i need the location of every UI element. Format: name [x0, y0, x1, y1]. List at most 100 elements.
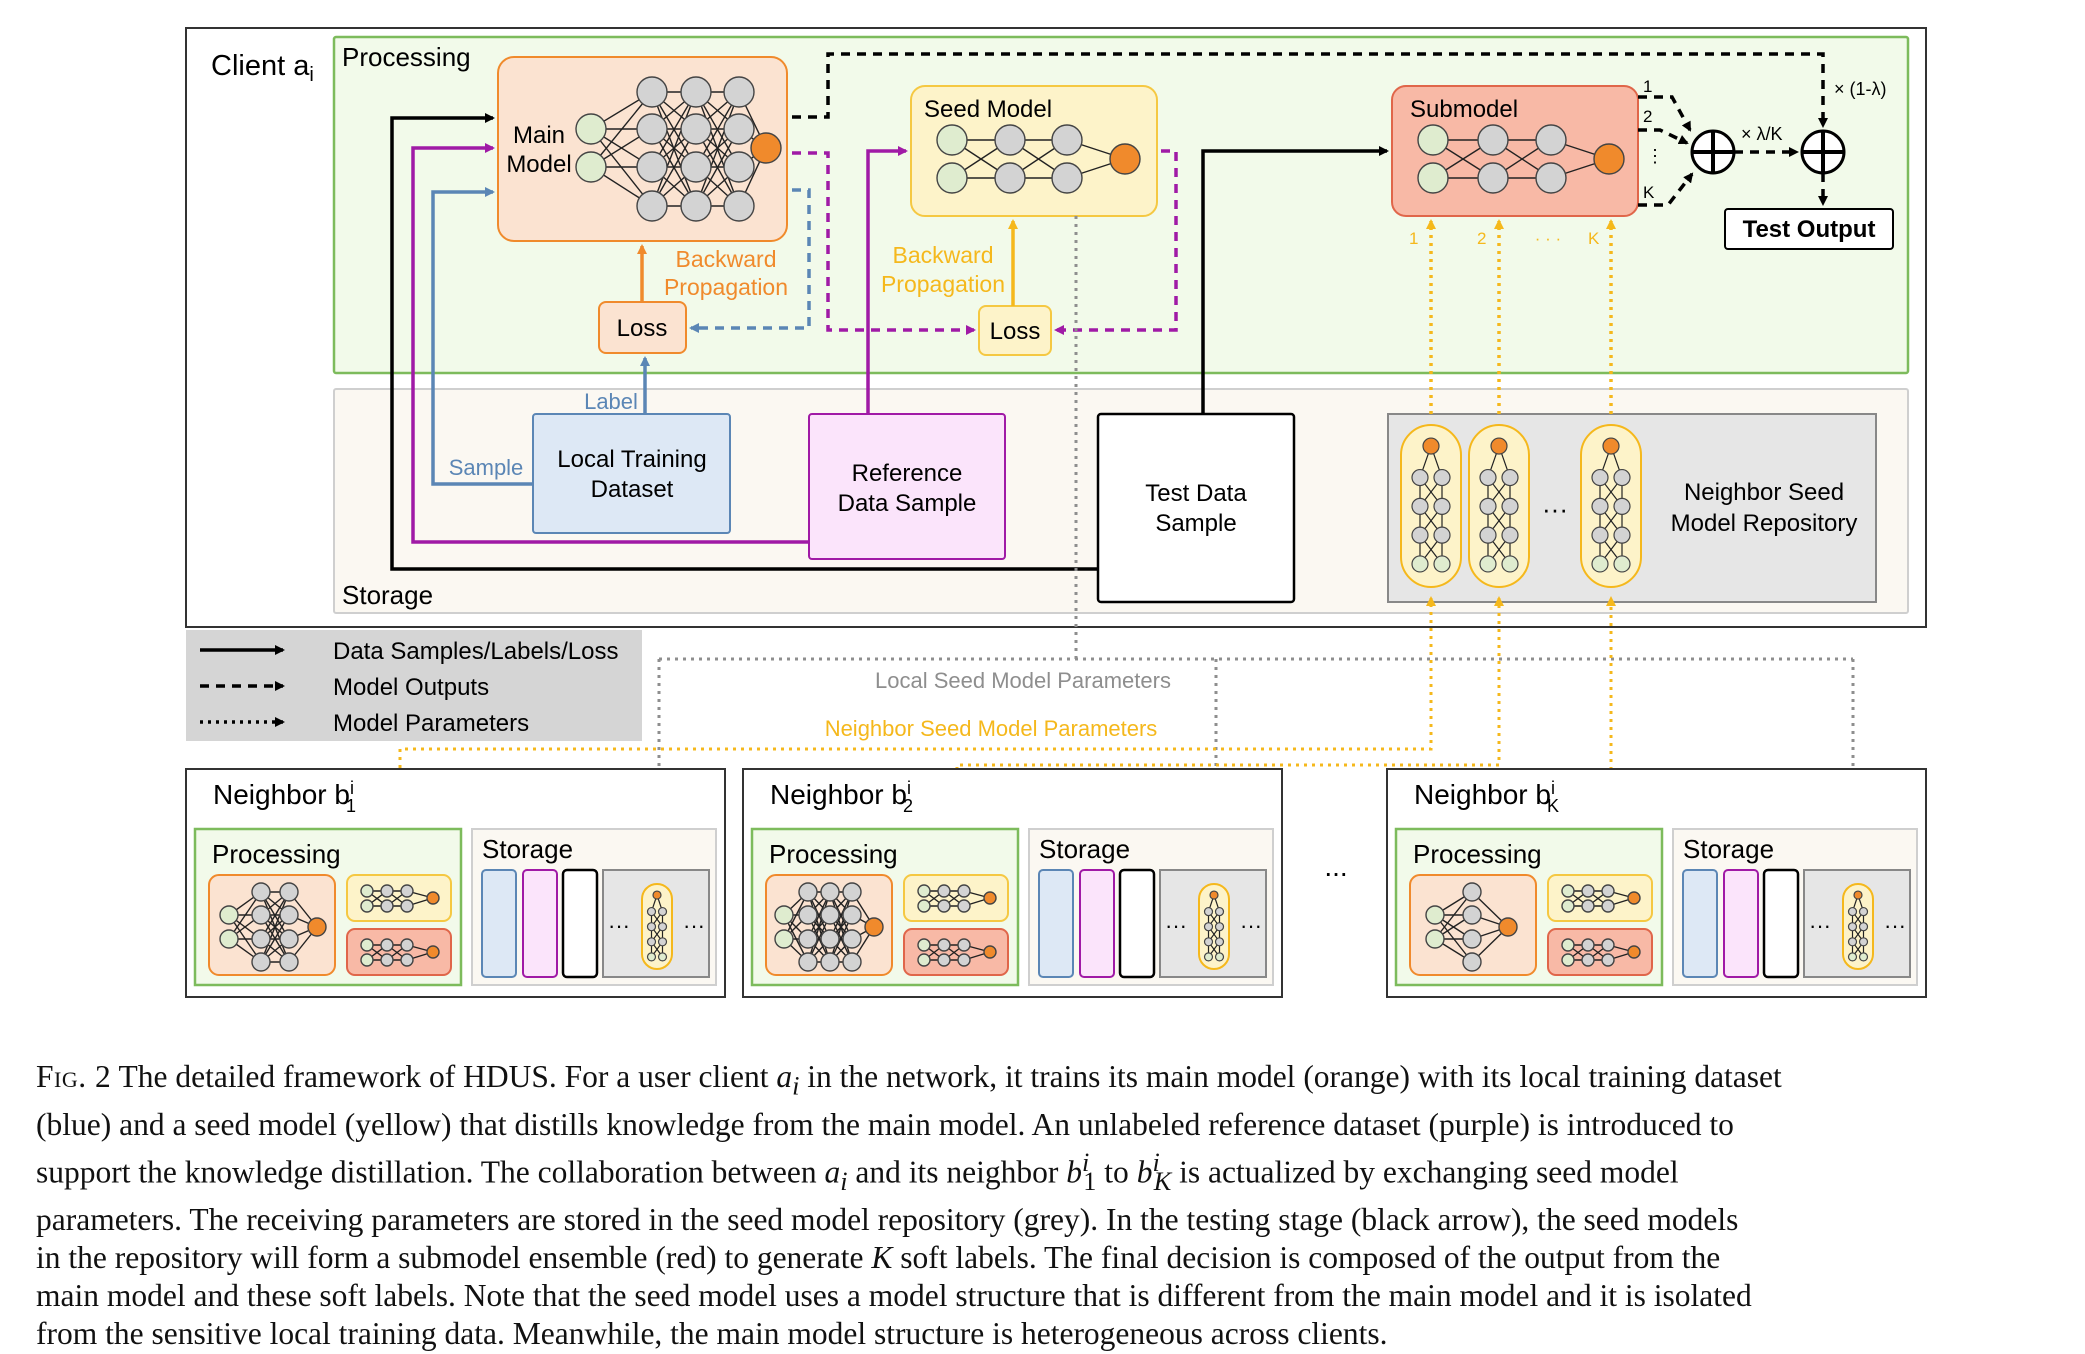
net-node [774, 905, 794, 925]
net-node [1051, 162, 1083, 194]
net-node [750, 132, 782, 164]
reference-to-main-arrow [411, 143, 809, 544]
net-node [1581, 884, 1595, 898]
net-node [1581, 953, 1595, 967]
net-node [1593, 143, 1625, 175]
net-node [937, 938, 951, 952]
local-training-dataset-box [532, 413, 731, 534]
net-node [1433, 468, 1451, 487]
dataset-to-main-arrow [431, 187, 533, 486]
net-node [279, 952, 299, 972]
net-node [680, 76, 712, 108]
net-node [1109, 143, 1141, 175]
test-data-sample-box [1096, 412, 1296, 604]
net-node [1214, 922, 1225, 932]
label-port-tag: Label [584, 389, 638, 414]
net-node [1627, 945, 1641, 959]
net-node [842, 929, 862, 949]
net-node [1462, 882, 1482, 902]
net-node [380, 953, 394, 967]
submodel-label: Submodel [1410, 96, 1518, 123]
net-node [657, 906, 668, 917]
main-model-network-icon [575, 76, 782, 222]
figure-caption: Fig. 2 The detailed framework of HDUS. F… [36, 1058, 2076, 1354]
net-node [1477, 162, 1509, 194]
client-processing-label: Processing [342, 42, 471, 72]
main-model-label-2: Model [506, 151, 571, 178]
net-node [1602, 437, 1620, 455]
neighbor-repo-dots: ··· [1884, 913, 1906, 938]
net-node [820, 882, 840, 902]
net-node [1853, 890, 1863, 900]
param-index-dots: · · · [1535, 229, 1561, 248]
net-node [1847, 906, 1858, 917]
net-node [400, 953, 414, 967]
param-index-k: K [1588, 229, 1600, 248]
net-node [1417, 162, 1449, 194]
seed-capsule [1842, 883, 1874, 970]
net-node [1477, 124, 1509, 156]
sample-port-tag: Sample [449, 455, 524, 480]
net-node [1613, 468, 1631, 487]
net-node [279, 905, 299, 925]
net-node [360, 899, 374, 913]
net-edge [1434, 891, 1473, 940]
net-node [798, 952, 818, 972]
net-node [251, 952, 271, 972]
net-node [575, 113, 607, 145]
net-node [1422, 437, 1440, 455]
test-data-sample-label-2: Sample [1155, 510, 1236, 537]
ensemble-index-dots: ⋮ [1646, 146, 1664, 166]
legend-dashed-label: Model Outputs [333, 674, 489, 701]
local-seed-params-to-neighbor-1 [659, 657, 1853, 876]
net-node [1601, 938, 1615, 952]
net-node [1411, 468, 1429, 487]
main-output-to-final-arrow [792, 52, 1828, 128]
seed-model-network-icon [936, 124, 1141, 194]
net-node [657, 937, 668, 947]
net-node [380, 884, 394, 898]
neighbor-reference-box [1723, 869, 1759, 978]
net-node [917, 899, 931, 913]
net-node [1479, 497, 1497, 515]
net-node [994, 124, 1026, 156]
neighbor-dataset-box [1682, 869, 1718, 978]
net-node [1214, 952, 1225, 962]
net-node [636, 190, 668, 222]
net-node [917, 884, 931, 898]
neighbor-storage-label: Storage [482, 834, 573, 864]
net-node [842, 952, 862, 972]
net-node [983, 891, 997, 905]
neighbor-repo-dots: ··· [1240, 913, 1262, 938]
net-node [1613, 526, 1631, 544]
weight-one-minus-lambda: × (1-λ) [1834, 79, 1887, 99]
net-node [798, 905, 818, 925]
neighbor-processing-label: Processing [1413, 839, 1542, 869]
neighbor-main-model-box [1409, 874, 1537, 976]
net-node [1591, 468, 1609, 487]
net-node [994, 162, 1026, 194]
sum-node-final [1800, 129, 1846, 175]
net-node [1501, 468, 1519, 487]
net-node [1498, 917, 1518, 937]
net-edge [807, 891, 831, 963]
test-sample-to-submodel-arrow [1201, 146, 1389, 414]
neighbor-dataset-box [481, 869, 517, 978]
net-node [1613, 555, 1631, 573]
submodel-output-k-arrow [1638, 172, 1694, 207]
seed-capsule [1468, 424, 1530, 588]
neighbor-repo-dots: ··· [608, 913, 630, 938]
net-node [842, 905, 862, 925]
net-node [219, 929, 239, 949]
client-storage-label: Storage [342, 580, 433, 610]
net-node [1535, 124, 1567, 156]
net-node [646, 952, 657, 962]
neighbor-main-model-box [765, 874, 893, 976]
net-node [723, 151, 755, 183]
net-node [380, 899, 394, 913]
caption-fig-number: Fig. 2 [36, 1059, 112, 1094]
seed-capsule [1198, 883, 1230, 970]
